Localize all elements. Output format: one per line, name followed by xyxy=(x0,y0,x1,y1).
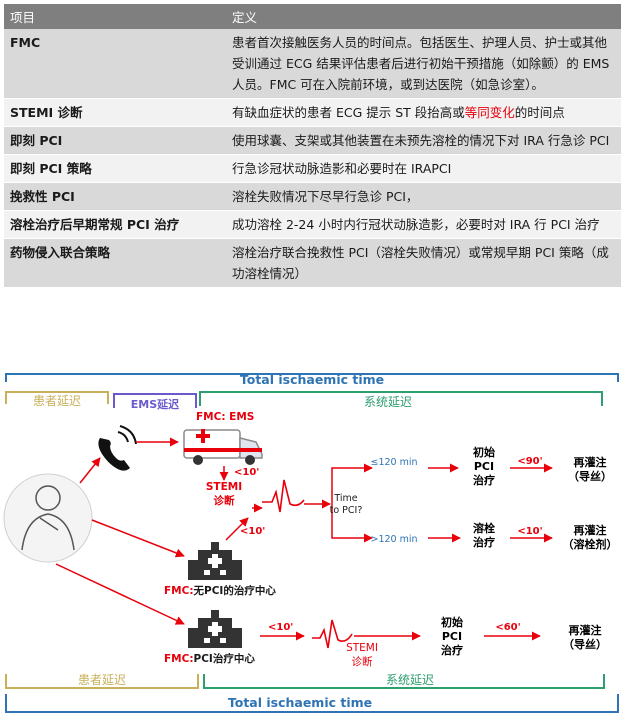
stemi-dx-label-1: STEMI xyxy=(206,481,242,493)
stemi-dx2-label-2: 诊断 xyxy=(352,655,373,668)
stemi-dx2-label-1: STEMI xyxy=(346,642,378,654)
row-definition: 有缺血症状的患者 ECG 提示 ST 段抬高或等同变化的时间点 xyxy=(226,98,621,127)
row-term: STEMI 诊断 xyxy=(4,98,226,127)
fmc-prefix: FMC: xyxy=(164,653,194,665)
row-term: 即刻 PCI 策略 xyxy=(4,154,226,183)
patient-delay-bottom-label: 患者延迟 xyxy=(78,673,126,687)
table-header-row: 项目 定义 xyxy=(4,4,621,29)
table-row: FMC 患者首次接触医务人员的时间点。包括医生、护理人员、护士或其他受训通过 E… xyxy=(4,29,621,99)
definition-table: 项目 定义 FMC 患者首次接触医务人员的时间点。包括医生、护理人员、护士或其他… xyxy=(4,4,621,288)
patient-delay-label: 患者延迟 xyxy=(33,394,81,408)
patient-icon xyxy=(3,473,93,563)
primary-pci-label-1: 初始 xyxy=(473,445,495,459)
stemi-dx-label-2: 诊断 xyxy=(214,494,235,507)
table-row: 即刻 PCI 策略 行急诊冠状动脉造影和必要时在 IRAPCI xyxy=(4,154,621,183)
total-ischaemic-time-top: Total ischaemic time xyxy=(5,372,619,387)
ems-delay-label: EMS延迟 xyxy=(131,397,179,411)
non-pci-center-name: 无PCI的治疗中心 xyxy=(193,584,277,597)
time-lt10-a: <10' xyxy=(234,467,259,478)
phone-icon xyxy=(98,425,137,471)
reperfusion-label-2: （导丝） xyxy=(568,469,612,483)
definition-text: 的时间点 xyxy=(514,105,565,120)
flow-arrows xyxy=(55,437,553,641)
time-to-pci-label-1: Time xyxy=(333,493,357,504)
header-item: 项目 xyxy=(4,4,226,29)
table-row: 挽救性 PCI 溶栓失败情况下尽早行急诊 PCI， xyxy=(4,182,621,211)
time-lt10-b: <10' xyxy=(240,526,265,537)
row-definition: 溶栓治疗联合挽救性 PCI（溶栓失败情况）或常规早期 PCI 策略（成功溶栓情况… xyxy=(226,238,621,288)
reperfusion-label-1: 再灌注 xyxy=(574,455,607,469)
delay-bands-bottom: 患者延迟 系统延迟 xyxy=(5,673,605,689)
row-definition: 行急诊冠状动脉造影和必要时在 IRAPCI xyxy=(226,154,621,183)
time-lt10-c: <10' xyxy=(517,526,542,537)
fmc-prefix: FMC: xyxy=(164,585,194,597)
table-row: STEMI 诊断 有缺血症状的患者 ECG 提示 ST 段抬高或等同变化的时间点 xyxy=(4,98,621,127)
total-ischaemic-time-bottom: Total ischaemic time xyxy=(5,694,619,713)
le120-label: ≤120 min xyxy=(370,457,417,468)
system-delay-bottom-label: 系统延迟 xyxy=(386,673,434,687)
primary-pci2-label-1: 初始 xyxy=(441,615,463,629)
time-lt90: <90' xyxy=(517,456,542,467)
delay-bands-top: 患者延迟 EMS延迟 系统延迟 xyxy=(5,391,603,411)
row-term: FMC xyxy=(4,29,226,99)
row-term: 挽救性 PCI xyxy=(4,182,226,211)
non-pci-center-hospital-icon xyxy=(188,542,242,580)
total-time-bottom-label: Total ischaemic time xyxy=(228,695,372,710)
primary-pci2-label-3: 治疗 xyxy=(441,643,463,657)
row-term: 溶栓治疗后早期常规 PCI 治疗 xyxy=(4,210,226,239)
row-definition: 溶栓失败情况下尽早行急诊 PCI， xyxy=(226,182,621,211)
stemi-care-pathway-diagram: Total ischaemic time 患者延迟 EMS延迟 系统延迟 FMC… xyxy=(0,368,625,721)
row-definition: 使用球囊、支架或其他装置在未预先溶栓的情况下对 IRA 行急诊 PCI xyxy=(226,126,621,155)
primary-pci2-label-2: PCI xyxy=(442,630,462,643)
reperfusion2-label-2: （导丝） xyxy=(563,637,607,651)
ecg-icon-bottom xyxy=(312,619,353,649)
table-row: 溶栓治疗后早期常规 PCI 治疗 成功溶栓 2-24 小时内行冠状动脉造影，必要… xyxy=(4,210,621,239)
definition-text: 有缺血症状的患者 ECG 提示 ST 段抬高或 xyxy=(232,105,465,120)
fmc-non-pci-center-label: FMC:无PCI的治疗中心 xyxy=(164,584,276,597)
system-delay-label: 系统延迟 xyxy=(364,395,412,409)
reperfusion-lysis-label-2: （溶栓剂） xyxy=(563,537,618,551)
row-term: 药物侵入联合策略 xyxy=(4,238,226,288)
ambulance-icon xyxy=(183,429,263,465)
total-time-label: Total ischaemic time xyxy=(240,372,384,387)
table-row: 药物侵入联合策略 溶栓治疗联合挽救性 PCI（溶栓失败情况）或常规早期 PCI … xyxy=(4,238,621,288)
reperfusion2-label-1: 再灌注 xyxy=(569,623,602,637)
row-definition: 患者首次接触医务人员的时间点。包括医生、护理人员、护士或其他受训通过 ECG 结… xyxy=(226,29,621,99)
definition-highlight: 等同变化 xyxy=(464,105,515,120)
gt120-label: >120 min xyxy=(370,534,417,545)
ecg-icon xyxy=(262,479,305,513)
row-definition: 成功溶栓 2-24 小时内行冠状动脉造影，必要时对 IRA 行 PCI 治疗 xyxy=(226,210,621,239)
pci-center-hospital-icon xyxy=(188,610,242,648)
primary-pci-label-3: 治疗 xyxy=(473,473,495,487)
time-lt60: <60' xyxy=(495,622,520,633)
fibrinolysis-label-2: 治疗 xyxy=(473,535,495,549)
fibrinolysis-label-1: 溶栓 xyxy=(473,521,495,535)
reperfusion-lysis-label-1: 再灌注 xyxy=(574,523,607,537)
fmc-ems-text: FMC: EMS xyxy=(196,411,254,423)
header-definition: 定义 xyxy=(226,4,621,29)
fmc-ems-label: FMC: EMS xyxy=(196,411,254,423)
primary-pci-label-2: PCI xyxy=(474,460,494,473)
fmc-pci-center-label: FMC:PCI治疗中心 xyxy=(164,652,255,665)
pci-center-name: PCI治疗中心 xyxy=(194,652,256,665)
table-row: 即刻 PCI 使用球囊、支架或其他装置在未预先溶栓的情况下对 IRA 行急诊 P… xyxy=(4,126,621,155)
time-to-pci-label-2: to PCI? xyxy=(330,505,363,516)
time-lt10-d: <10' xyxy=(268,622,293,633)
row-term: 即刻 PCI xyxy=(4,126,226,155)
